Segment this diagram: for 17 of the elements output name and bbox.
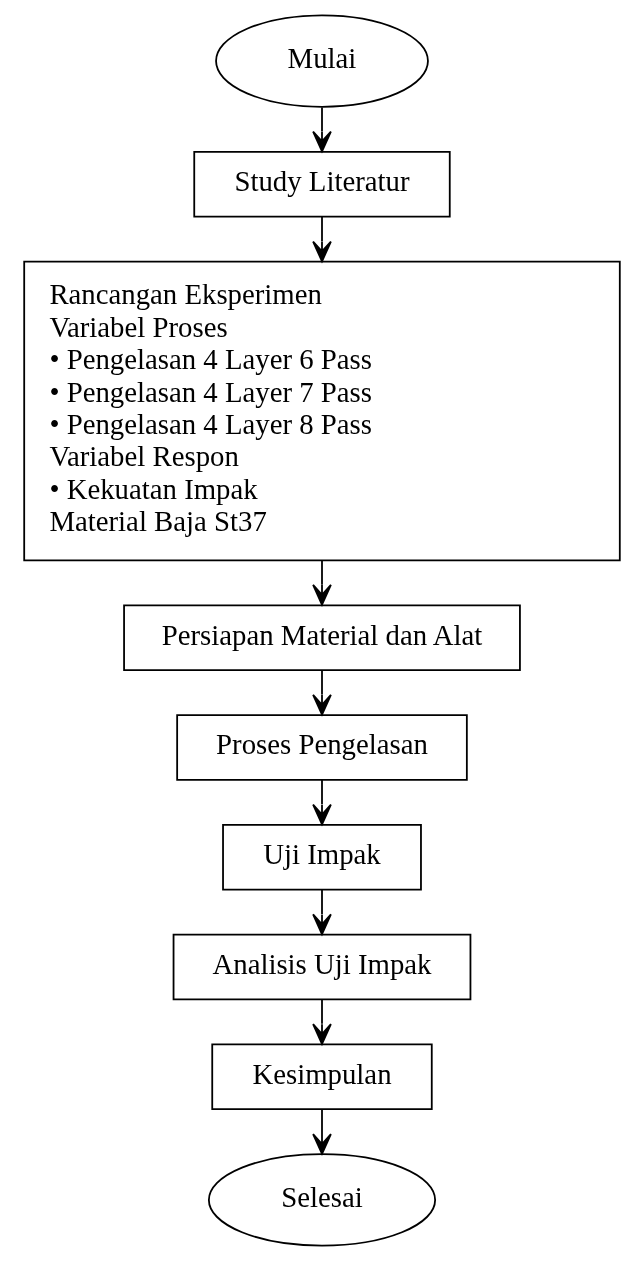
node-box: Kesimpulan <box>210 1043 433 1111</box>
node-box: Analisis Uji Impak <box>172 933 471 1001</box>
arrow <box>311 1108 332 1155</box>
arrow <box>311 669 332 716</box>
node-ellipse: Selesai <box>207 1153 436 1247</box>
arrow <box>311 559 332 606</box>
node-ellipse: Mulai <box>214 14 429 108</box>
node-box: Proses Pengelasan <box>175 714 468 781</box>
arrow <box>311 106 332 153</box>
node-box: Uji Impak <box>221 823 422 891</box>
arrow <box>311 998 332 1045</box>
arrow <box>311 779 332 826</box>
arrow <box>311 888 332 936</box>
node-box: Study Literatur <box>192 150 451 218</box>
node-box: Persiapan Material dan Alat <box>122 604 521 671</box>
arrow <box>311 216 332 263</box>
node-box: Rancangan Eksperimen Variabel Proses • Pengelasan 4 Layer 6 Pass • Pengelasan 4 Layer 7 Pass • Pengelasan 4 Layer 8 Pass Variabel Respon • Kekuatan Impak Material Baja St37 <box>22 260 621 562</box>
